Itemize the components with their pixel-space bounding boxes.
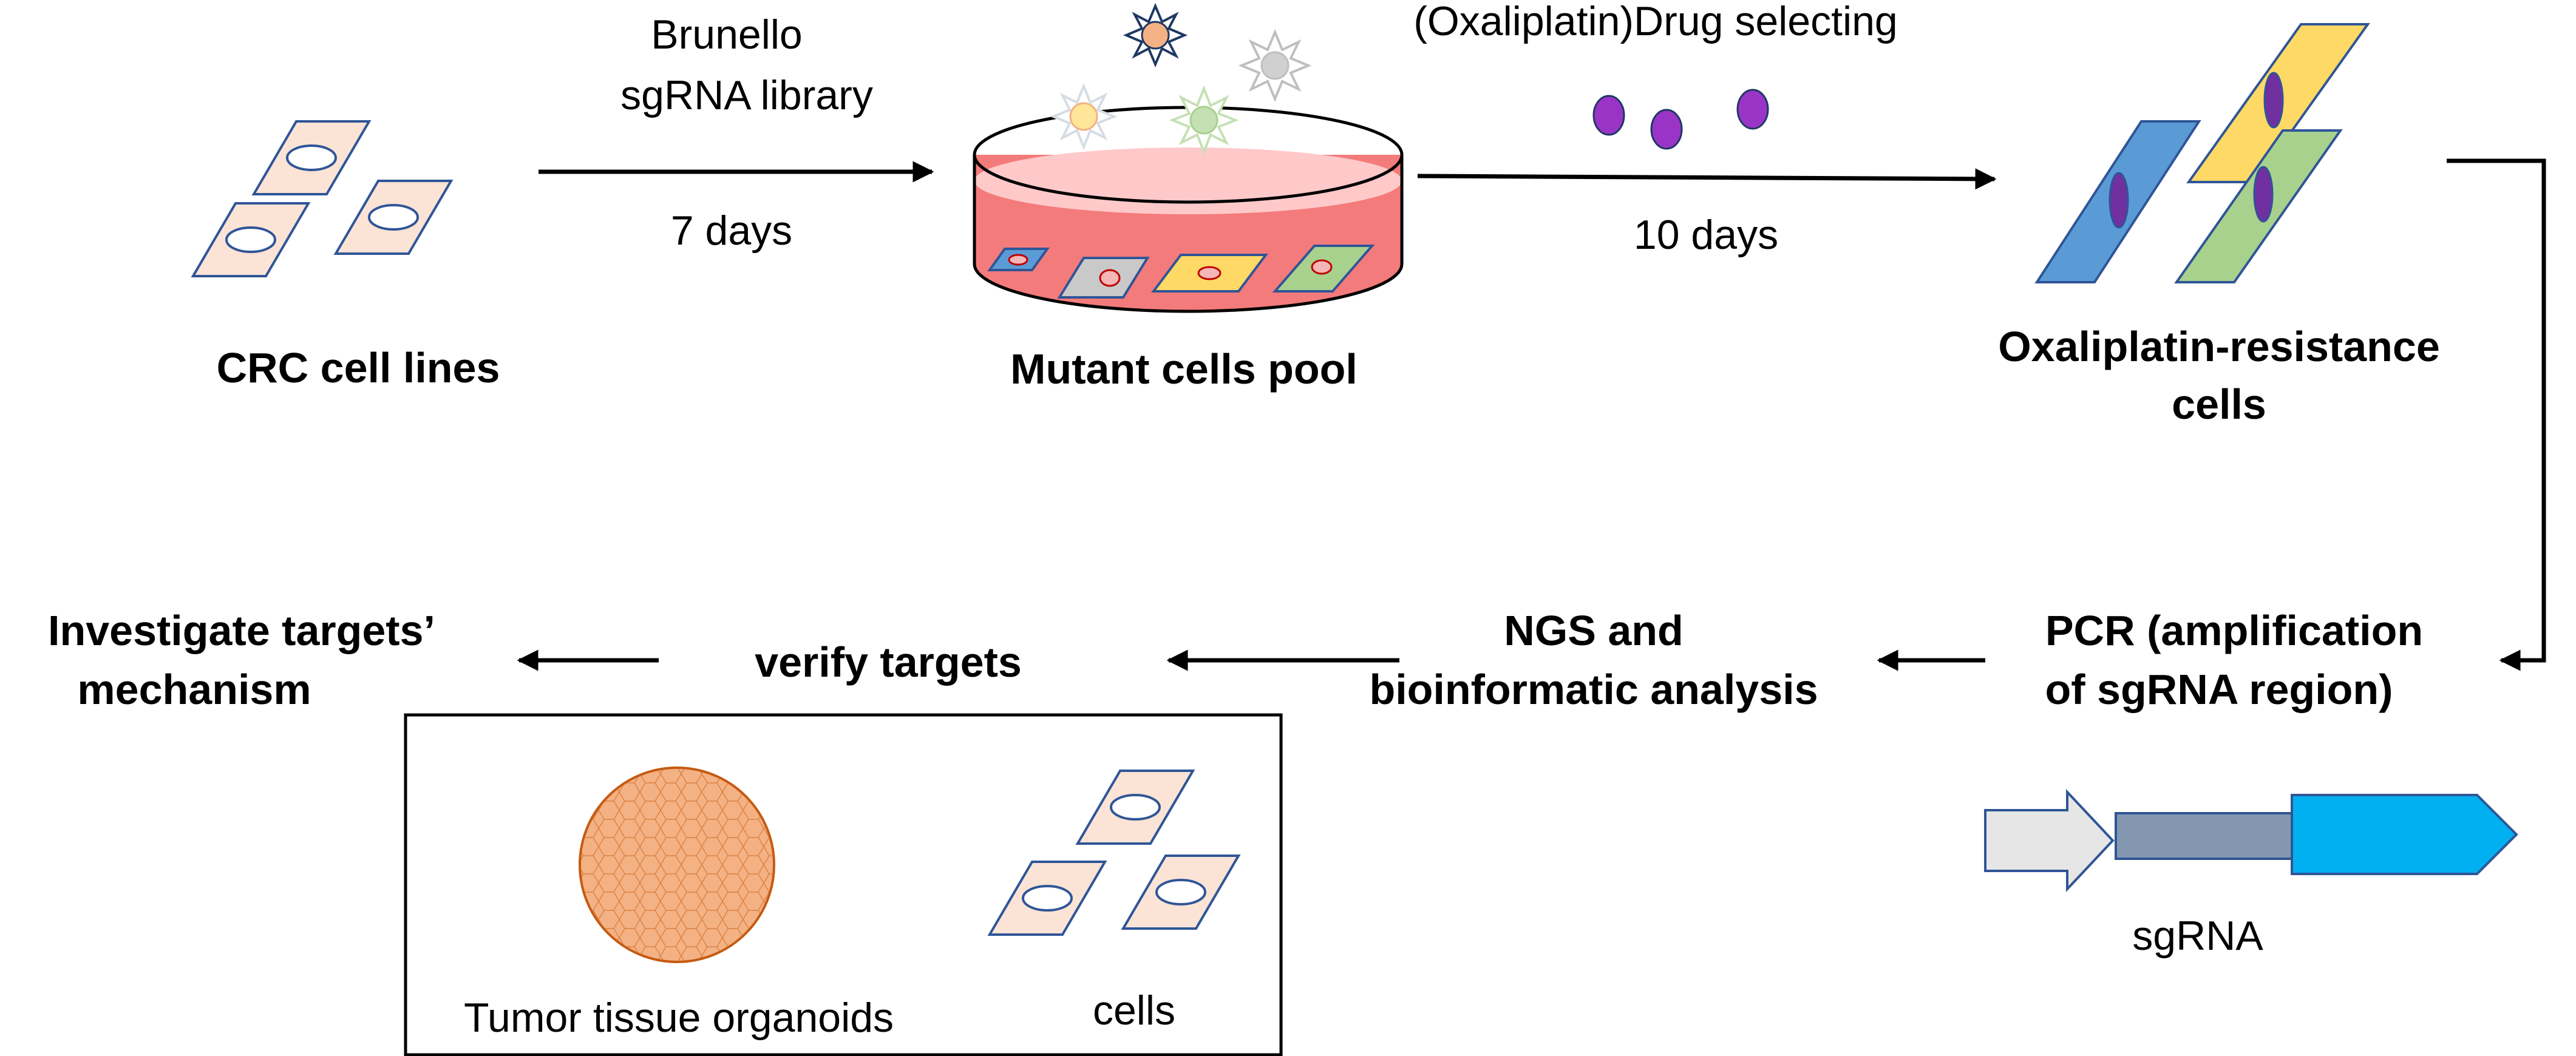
cell-icon: [1076, 770, 1194, 845]
validation-cells-group: [988, 770, 1240, 936]
crc-cell-lines-label: CRC cell lines: [217, 344, 500, 391]
resistance-label-line1: Oxaliplatin-resistance: [1998, 323, 2440, 370]
organoids-label: Tumor tissue organoids: [464, 995, 894, 1041]
cell-icon: [253, 120, 370, 195]
arrow-to-pcr: [2447, 158, 2546, 671]
cell-icon: [1122, 855, 1240, 930]
virus-gray: [1238, 29, 1312, 103]
sgrna-construct-icon: [1984, 788, 2518, 893]
brunello-label-line1: Brunello: [651, 12, 803, 58]
resistant-cell-yellow: [2186, 23, 2370, 183]
ngs-label-line2: bioinformatic analysis: [1369, 666, 1818, 713]
sgrna-label: sgRNA: [2132, 913, 2263, 959]
validation-box: [404, 713, 1283, 1056]
resistant-cell-green: [2174, 129, 2343, 283]
ten-days-label: 10 days: [1634, 212, 1778, 258]
cell-icon: [988, 861, 1106, 936]
virus-yellow: [1050, 83, 1118, 151]
pcr-label-line2: of sgRNA region): [2045, 666, 2393, 713]
mutant-cells-pool-label: Mutant cells pool: [1010, 345, 1358, 393]
petri-dish-icon: [973, 106, 1404, 313]
dish-cell-green: [1272, 245, 1375, 293]
drug-molecule-icon: [1736, 89, 1769, 130]
virus-orange: [1123, 2, 1188, 68]
resistance-label-line2: cells: [2172, 381, 2266, 428]
dish-cell-yellow: [1151, 254, 1268, 293]
dish-cell-gray: [1057, 257, 1150, 299]
drug-selecting-label: (Oxaliplatin)Drug selecting: [1413, 0, 1897, 44]
verify-targets-label: verify targets: [755, 638, 1022, 686]
drug-molecule-icon: [1650, 109, 1683, 150]
resistant-cell-blue: [2034, 120, 2201, 283]
brunello-label-line2: sgRNA library: [620, 72, 873, 118]
cells-label: cells: [1093, 987, 1175, 1034]
seven-days-label: 7 days: [671, 208, 792, 254]
dish-cell-blue: [987, 248, 1050, 271]
cell-icon: [335, 180, 452, 255]
cell-icon: [192, 202, 310, 277]
arrow-to-resistance: [1417, 168, 1997, 190]
ngs-label-line1: NGS and: [1504, 607, 1684, 654]
investigate-label-line1: Investigate targets’: [48, 607, 435, 654]
organoid-icon: [579, 767, 775, 963]
pcr-label-line1: PCR (amplification: [2045, 607, 2423, 654]
crc-cell-group: [192, 120, 452, 277]
drug-molecule-icon: [1592, 95, 1625, 136]
investigate-label-line2: mechanism: [77, 666, 311, 713]
virus-green: [1169, 85, 1239, 155]
